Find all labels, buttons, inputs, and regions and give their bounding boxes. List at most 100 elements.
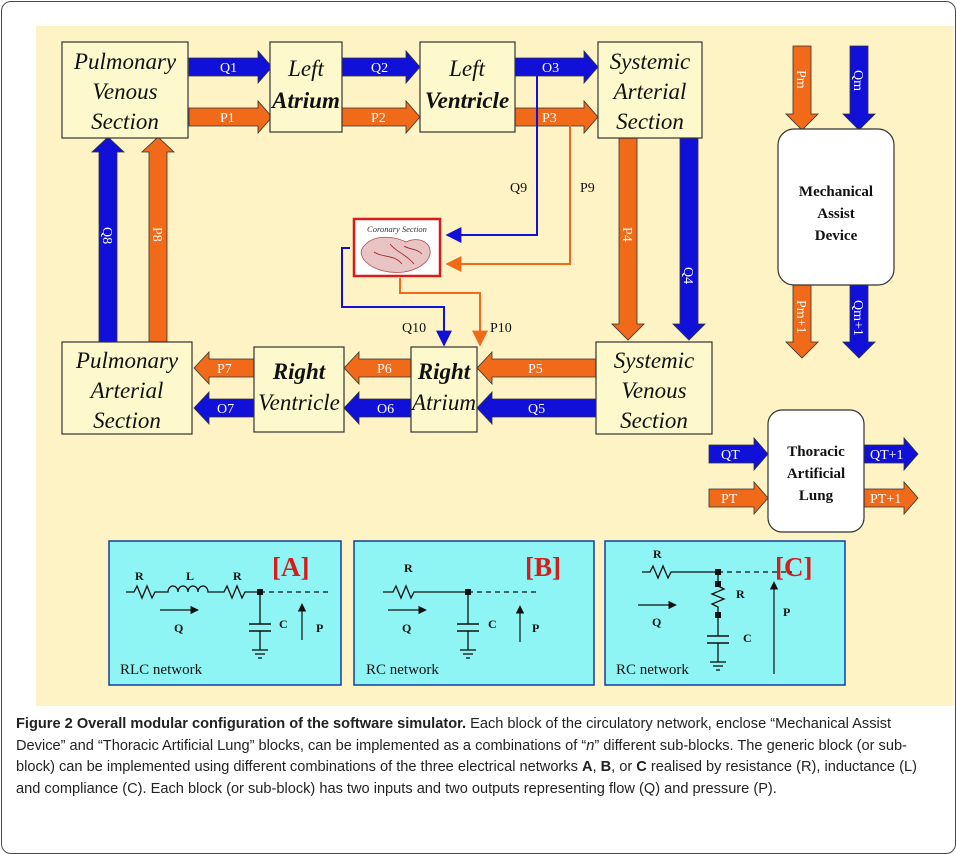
p8-label: P8 (149, 227, 164, 242)
pressure-arrow-pt: PT (708, 480, 769, 516)
block-line: Artificial (787, 466, 845, 482)
pulmonary-arterial-block: Pulmonary Arterial Section (61, 341, 193, 435)
block-line: Section (93, 408, 161, 433)
block-line: Assist (817, 206, 855, 222)
pm-label: Pm (793, 70, 808, 89)
right-atrium-block: Right Atrium (410, 346, 478, 433)
figure-caption: Figure 2 Overall modular configuration o… (16, 714, 944, 800)
block-line: Arterial (612, 79, 687, 104)
resistor-label: R (135, 569, 144, 583)
systemic-arterial-block: Systemic Arterial Section (597, 41, 703, 139)
block-line: Atrium (270, 88, 340, 113)
inductor-label: L (186, 569, 194, 583)
flow-arrow-q6: O6 (343, 390, 412, 426)
capacitor-label: C (279, 617, 288, 631)
caption-text: , (592, 759, 601, 775)
caption-network-a: A (581, 759, 593, 775)
q5-label: Q5 (528, 402, 545, 417)
pressure-arrow-p5: P5 (476, 350, 597, 386)
panel-tag-b: [B] (525, 552, 561, 582)
caption-network-c: C (636, 759, 647, 775)
flow-arrow-qt: QT (708, 436, 769, 472)
pm1-label: Pm+1 (793, 300, 808, 334)
circuit-panel-a: [A] R L R C Q P RLC network (108, 540, 342, 686)
node-dot (715, 581, 721, 587)
block-line: Atrium (410, 390, 476, 415)
coronary-label: Coronary Section (367, 224, 427, 234)
pressure-arrow-pt1: PT+1 (863, 480, 919, 516)
pressure-arrow-pm: Pm (785, 45, 819, 131)
network-name: RLC network (120, 662, 203, 678)
block-line: Venous (92, 79, 157, 104)
pressure-arrow-p3: P3 (514, 99, 599, 135)
thoracic-artificial-lung-block: Thoracic Artificial Lung (767, 409, 865, 533)
block-line: Arterial (89, 378, 164, 403)
q10-line (341, 247, 452, 347)
pulmonary-venous-block: Pulmonary Venous Section (61, 41, 189, 139)
node-dot (715, 612, 721, 618)
p6-label: P6 (377, 362, 392, 377)
qt-label: QT (721, 448, 740, 463)
block-line: Section (620, 408, 688, 433)
q1-label: Q1 (220, 61, 237, 76)
capacitor-label: C (488, 617, 497, 631)
coronary-section-block: Coronary Section (352, 217, 442, 278)
p3-label: P3 (542, 111, 557, 126)
pressure-label: P (532, 621, 539, 635)
p5-label: P5 (528, 362, 543, 377)
right-ventricle-block: Right Ventricle (253, 346, 345, 433)
network-name: RC network (616, 662, 689, 678)
panel-tag-a: [A] (272, 552, 309, 582)
block-line: Left (448, 56, 485, 81)
pressure-label: P (316, 621, 323, 635)
block-line: Section (616, 109, 684, 134)
p4-label: P4 (619, 227, 634, 242)
caption-text: Each block of the circulatory network, e… (16, 716, 892, 754)
circuit-panel-b: [B] R C Q P RC network (353, 540, 595, 686)
flow-label: Q (174, 621, 183, 635)
resistor-label: R (736, 587, 745, 601)
pressure-arrow-p2: P2 (341, 99, 421, 135)
pressure-arrow-p4: P4 (611, 137, 645, 341)
left-ventricle-block: Left Ventricle (419, 41, 516, 133)
q2-label: Q2 (371, 61, 388, 76)
flow-arrow-q8: Q8 (90, 136, 126, 343)
block-line: Pulmonary (73, 49, 177, 74)
p1-label: P1 (220, 111, 235, 126)
q4-label: Q4 (680, 267, 695, 284)
qm1-label: Qm+1 (850, 300, 865, 336)
network-name: RC network (366, 662, 439, 678)
q6-label: O6 (377, 402, 394, 417)
pressure-arrow-pm1: Pm+1 (785, 284, 819, 359)
block-line: Systemic (614, 348, 694, 373)
coronary-connections: Q9 P9 Q10 P10 (341, 75, 595, 347)
caption-text: ” different sub-blocks. The generic bloc… (16, 737, 907, 776)
qt1-label: QT+1 (870, 448, 904, 463)
flow-arrow-qt1: QT+1 (863, 436, 919, 472)
block-line: Device (815, 228, 858, 244)
rc-series-path (383, 584, 468, 600)
left-atrium-block: Left Atrium (269, 41, 343, 133)
q10-label: Q10 (402, 321, 426, 336)
block-line: Ventricle (425, 88, 509, 113)
p10-label: P10 (490, 321, 512, 336)
block-line: Mechanical (799, 184, 873, 200)
caption-title: Figure 2 Overall modular configuration o… (16, 716, 467, 732)
pressure-arrow-p6: P6 (343, 350, 412, 386)
block-line: Lung (799, 488, 834, 504)
pt1-label: PT+1 (870, 492, 901, 507)
panel-tag-c: [C] (775, 552, 812, 582)
p2-label: P2 (371, 111, 386, 126)
block-line: Right (272, 359, 326, 384)
caption-text: realised by resistance (R), inductance (… (16, 759, 917, 797)
flow-label: Q (652, 615, 661, 629)
block-line: Right (417, 359, 471, 384)
heart-icon (360, 236, 431, 273)
flow-arrow-q2: Q2 (341, 49, 421, 85)
flow-label: Q (402, 621, 411, 635)
circulatory-diagram: Q1 P1 Q2 P2 O3 P3 Q8 P8 P4 Q4 P5 (36, 26, 954, 706)
q8-label: Q8 (99, 227, 114, 244)
resistor-label: R (233, 569, 242, 583)
resistor-label: R (653, 547, 662, 561)
